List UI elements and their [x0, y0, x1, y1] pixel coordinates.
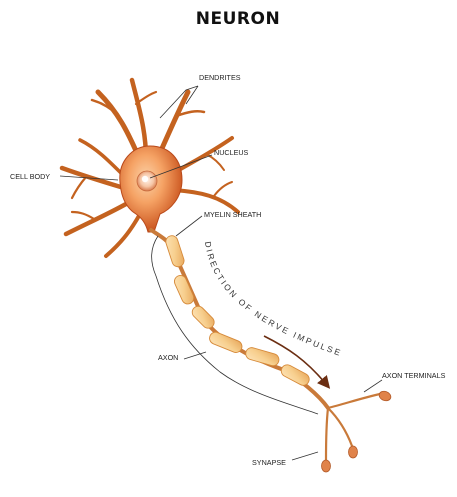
myelin-segment	[190, 304, 217, 331]
label-dendrites: DENDRITES	[199, 73, 241, 82]
label-axon-terminals: AXON TERMINALS	[382, 371, 446, 380]
terminal-knob	[378, 390, 392, 403]
label-cell-body: CELL BODY	[10, 172, 50, 181]
myelin-segment	[244, 346, 280, 367]
myelin-segment	[208, 330, 244, 354]
label-nucleus: NUCLEUS	[214, 148, 249, 157]
label-axon: AXON	[158, 353, 178, 362]
myelin-segment	[279, 363, 311, 388]
diagram-title: NEURON	[196, 9, 280, 29]
myelin-sheath	[164, 234, 311, 387]
label-myelin-sheath: MYELIN SHEATH	[204, 210, 261, 219]
nucleolus	[142, 176, 148, 182]
terminal-knob	[322, 460, 331, 472]
terminal-knob	[349, 446, 358, 458]
myelin-segment	[164, 234, 185, 268]
label-synapse: SYNAPSE	[252, 458, 286, 467]
synaptic-knobs	[322, 390, 393, 472]
